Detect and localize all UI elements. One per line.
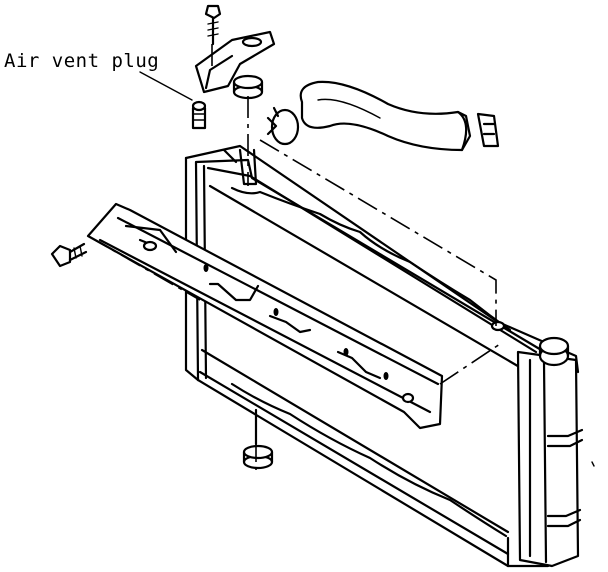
top-bolt bbox=[204, 4, 222, 46]
fan-shroud-bracket bbox=[86, 202, 444, 430]
upper-cushion bbox=[232, 74, 264, 100]
lower-cushion bbox=[242, 408, 274, 470]
air-vent-plug-leader bbox=[139, 71, 193, 101]
hose-clamp-left bbox=[266, 106, 300, 146]
hose-clamp-right bbox=[476, 112, 500, 148]
alignment-lines bbox=[87, 44, 501, 470]
upper-bracket bbox=[194, 30, 276, 94]
margin-mark bbox=[591, 461, 595, 467]
radiator-hose bbox=[299, 80, 472, 152]
air-vent-plug bbox=[191, 100, 207, 130]
side-bolt bbox=[50, 242, 88, 268]
air-vent-plug-label: Air vent plug bbox=[4, 50, 160, 72]
